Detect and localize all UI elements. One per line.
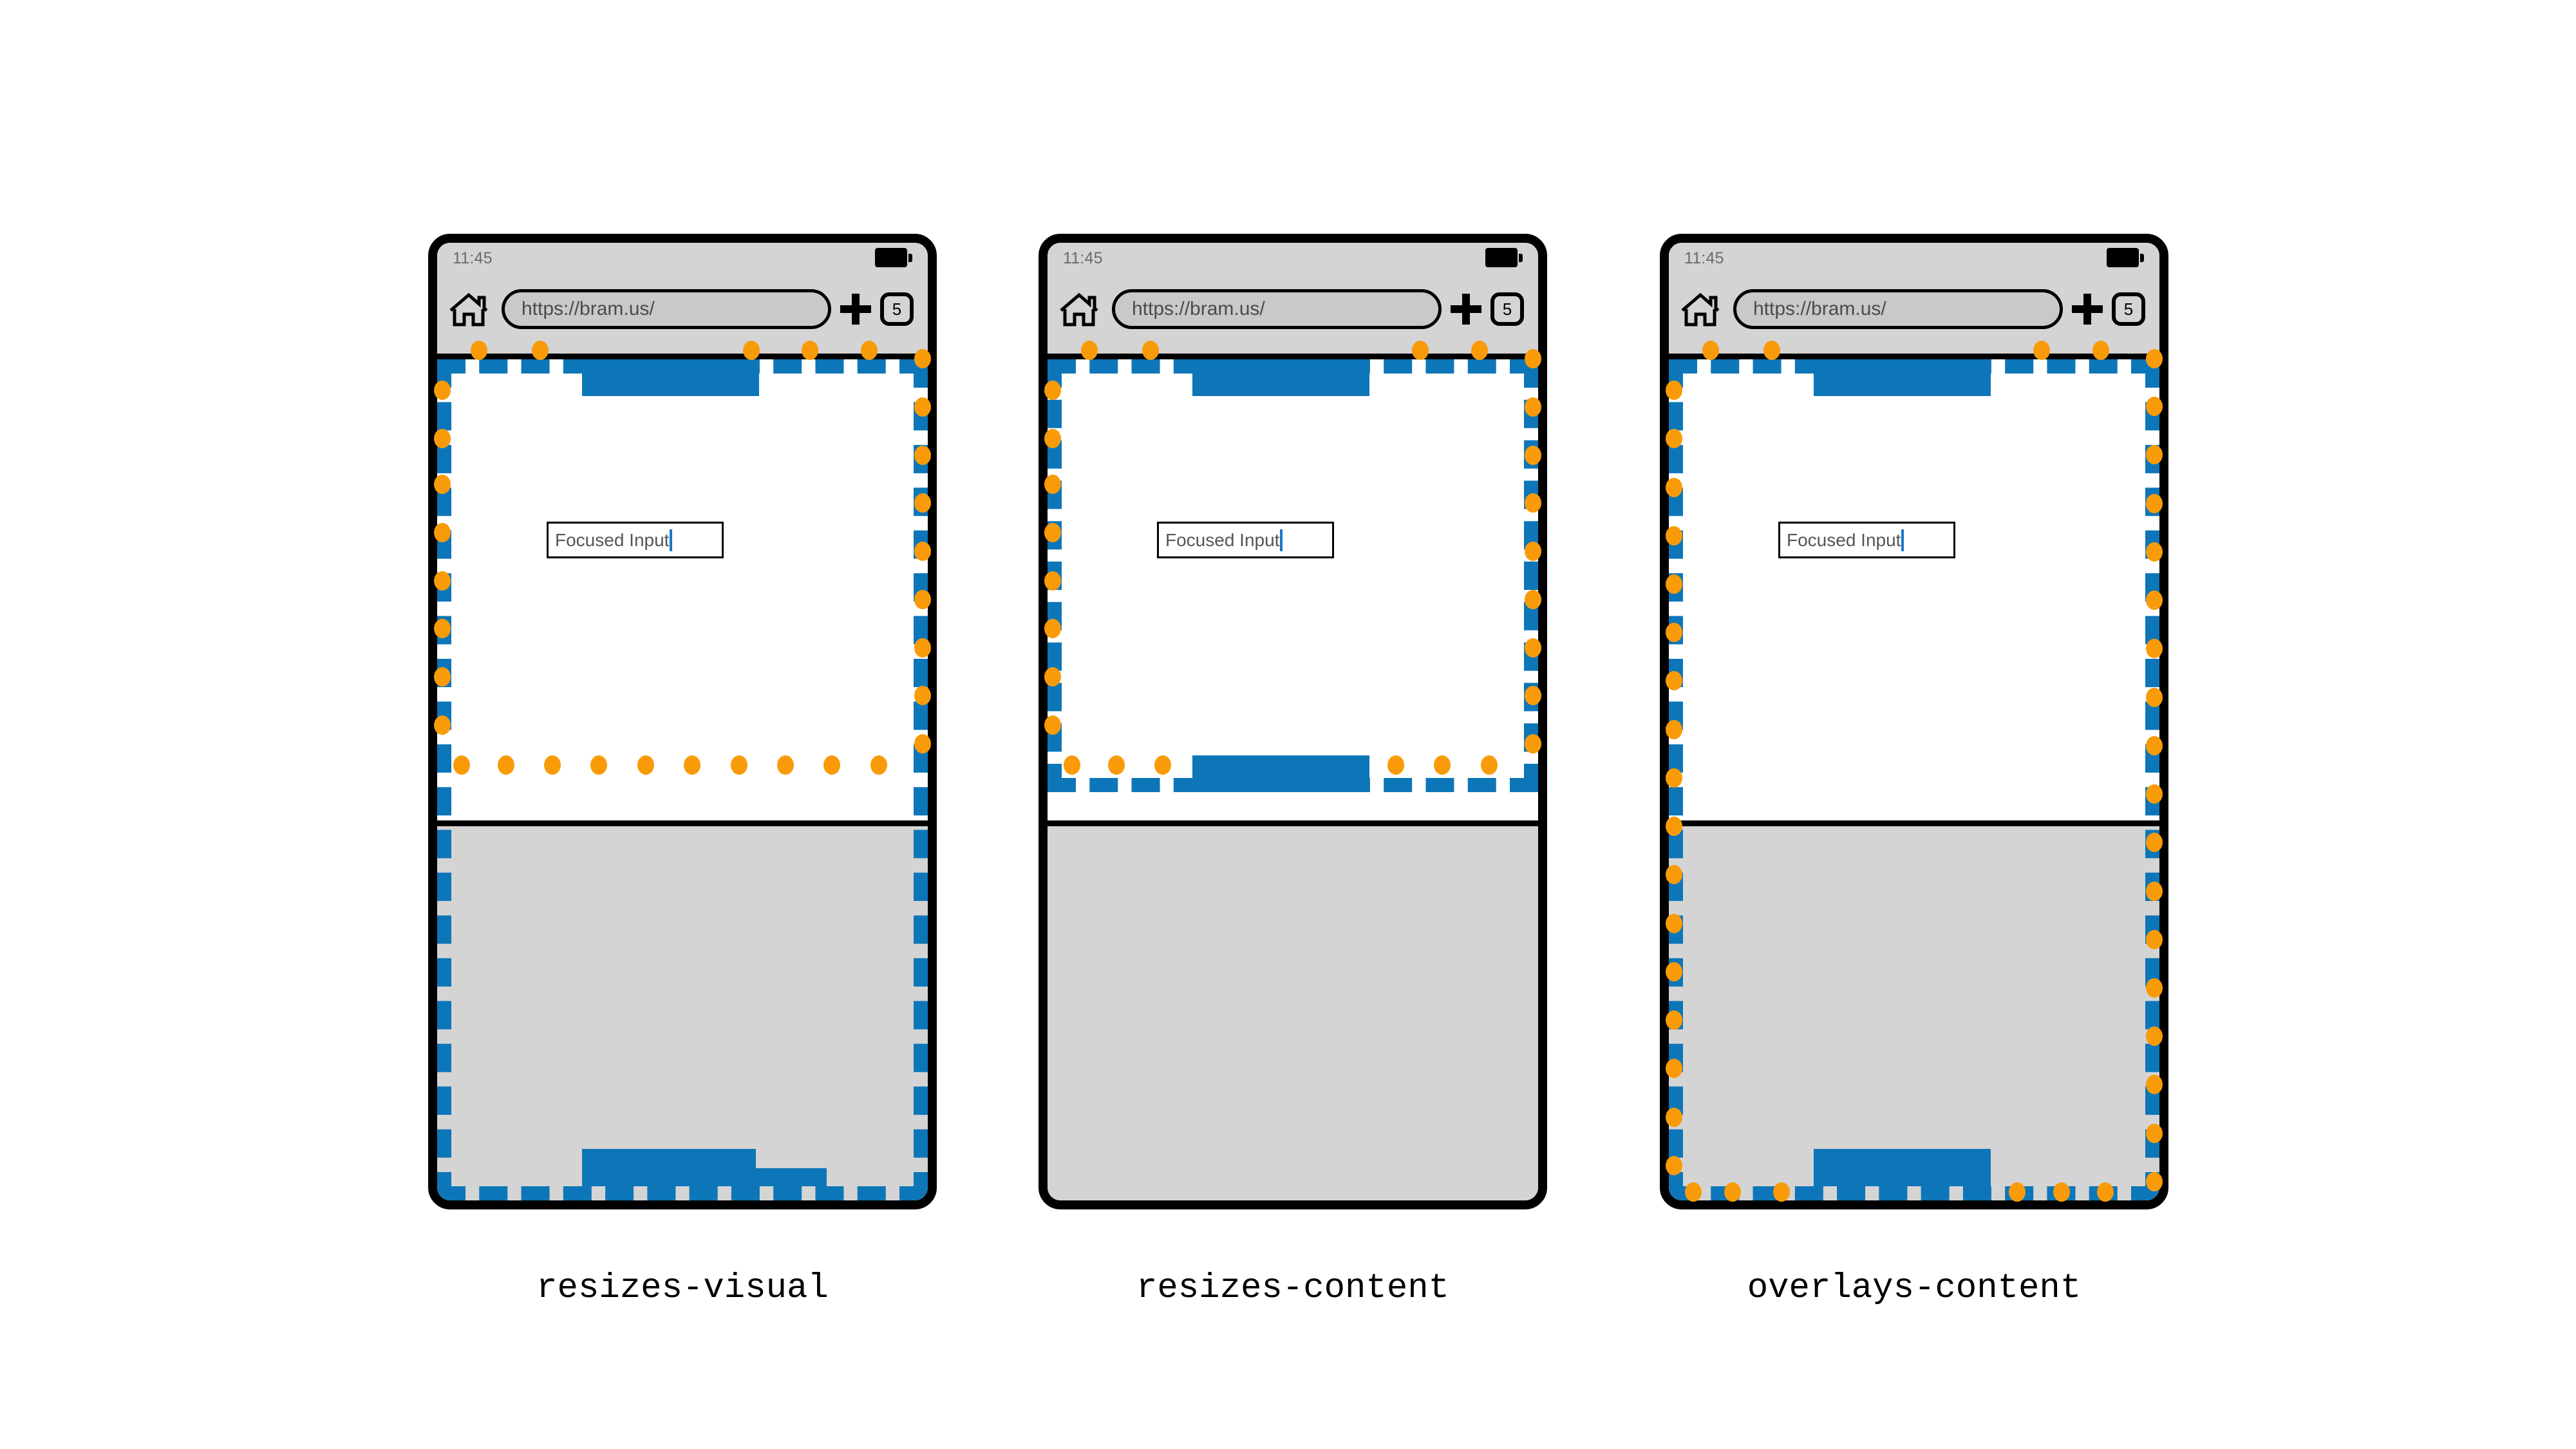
plus-icon[interactable] — [840, 294, 871, 325]
home-icon[interactable] — [1680, 291, 1720, 327]
content-block-top — [1814, 359, 1991, 396]
plus-icon[interactable] — [2072, 294, 2103, 325]
visual-viewport-outline — [1048, 359, 1538, 792]
panel-caption-resizes-content: resizes-content — [1136, 1269, 1450, 1308]
focused-input-value: Focused Input — [1165, 529, 1280, 550]
home-icon[interactable] — [449, 291, 489, 327]
url-text: https://bram.us/ — [1753, 298, 1886, 319]
content-block-top — [582, 359, 759, 396]
keyboard-block-narrow — [756, 1168, 827, 1186]
content-area: Focused Input — [1048, 359, 1538, 792]
browser-chrome: 11:45 https://bram.us/ 5 — [1048, 243, 1538, 359]
tab-count-label: 5 — [2123, 299, 2134, 319]
focused-input-field[interactable]: Focused Input — [547, 522, 724, 558]
tab-count-button[interactable]: 5 — [880, 292, 914, 326]
phone-screen: 11:45 https://bram.us/ 5 — [1669, 243, 2159, 1200]
keyboard-block-wide — [582, 1149, 756, 1186]
content-block-bottom — [1192, 755, 1369, 792]
focused-input-value: Focused Input — [1787, 529, 1901, 550]
phone-screen: 11:45 https://bram.us/ 5 — [437, 243, 928, 1200]
tab-count-button[interactable]: 5 — [1490, 292, 1524, 326]
focused-input-field[interactable]: Focused Input — [1778, 522, 1955, 558]
browser-toolbar: https://bram.us/ 5 — [437, 274, 928, 345]
url-bar[interactable]: https://bram.us/ — [1112, 289, 1442, 329]
status-bar-time: 11:45 — [453, 249, 493, 267]
phone-screen: 11:45 https://bram.us/ 5 — [1048, 243, 1538, 1200]
plus-icon[interactable] — [1451, 294, 1481, 325]
url-text: https://bram.us/ — [522, 298, 655, 319]
virtual-keyboard — [437, 820, 928, 1200]
browser-toolbar: https://bram.us/ 5 — [1048, 274, 1538, 345]
text-caret — [1901, 529, 1904, 551]
content-block-top — [1192, 359, 1369, 396]
phone-mockup-resizes-visual: 11:45 https://bram.us/ 5 — [428, 234, 937, 1209]
content-area: Focused Input — [1669, 359, 2159, 792]
phone-mockup-overlays-content: 11:45 https://bram.us/ 5 — [1660, 234, 2168, 1209]
panel-caption-resizes-visual: resizes-visual — [536, 1269, 829, 1308]
url-text: https://bram.us/ — [1132, 298, 1265, 319]
keyboard-block-wide — [1814, 1149, 1991, 1186]
virtual-keyboard — [1048, 820, 1538, 1200]
home-icon[interactable] — [1059, 291, 1099, 327]
text-caret — [670, 529, 673, 551]
page-region: Focused Input — [1048, 359, 1538, 1200]
panel-caption-overlays-content: overlays-content — [1747, 1269, 2082, 1308]
content-area: Focused Input — [437, 359, 928, 792]
focused-input-field[interactable]: Focused Input — [1157, 522, 1334, 558]
status-bar-time: 11:45 — [1063, 249, 1103, 267]
phone-mockup-resizes-content: 11:45 https://bram.us/ 5 — [1039, 234, 1547, 1209]
browser-chrome: 11:45 https://bram.us/ 5 — [437, 243, 928, 359]
tab-count-label: 5 — [892, 299, 902, 319]
focused-input-value: Focused Input — [555, 529, 670, 550]
battery-full-icon — [875, 248, 912, 269]
battery-full-icon — [1485, 248, 1523, 269]
tab-count-button[interactable]: 5 — [2112, 292, 2145, 326]
url-bar[interactable]: https://bram.us/ — [1733, 289, 2063, 329]
text-caret — [1280, 529, 1283, 551]
tab-count-label: 5 — [1502, 299, 1512, 319]
virtual-keyboard — [1669, 820, 2159, 1200]
url-bar[interactable]: https://bram.us/ — [502, 289, 831, 329]
status-bar-time: 11:45 — [1684, 249, 1724, 267]
page-region: Focused Input — [1669, 359, 2159, 1200]
browser-toolbar: https://bram.us/ 5 — [1669, 274, 2159, 345]
page-region: Focused Input — [437, 359, 928, 1200]
browser-chrome: 11:45 https://bram.us/ 5 — [1669, 243, 2159, 359]
battery-full-icon — [2107, 248, 2144, 269]
